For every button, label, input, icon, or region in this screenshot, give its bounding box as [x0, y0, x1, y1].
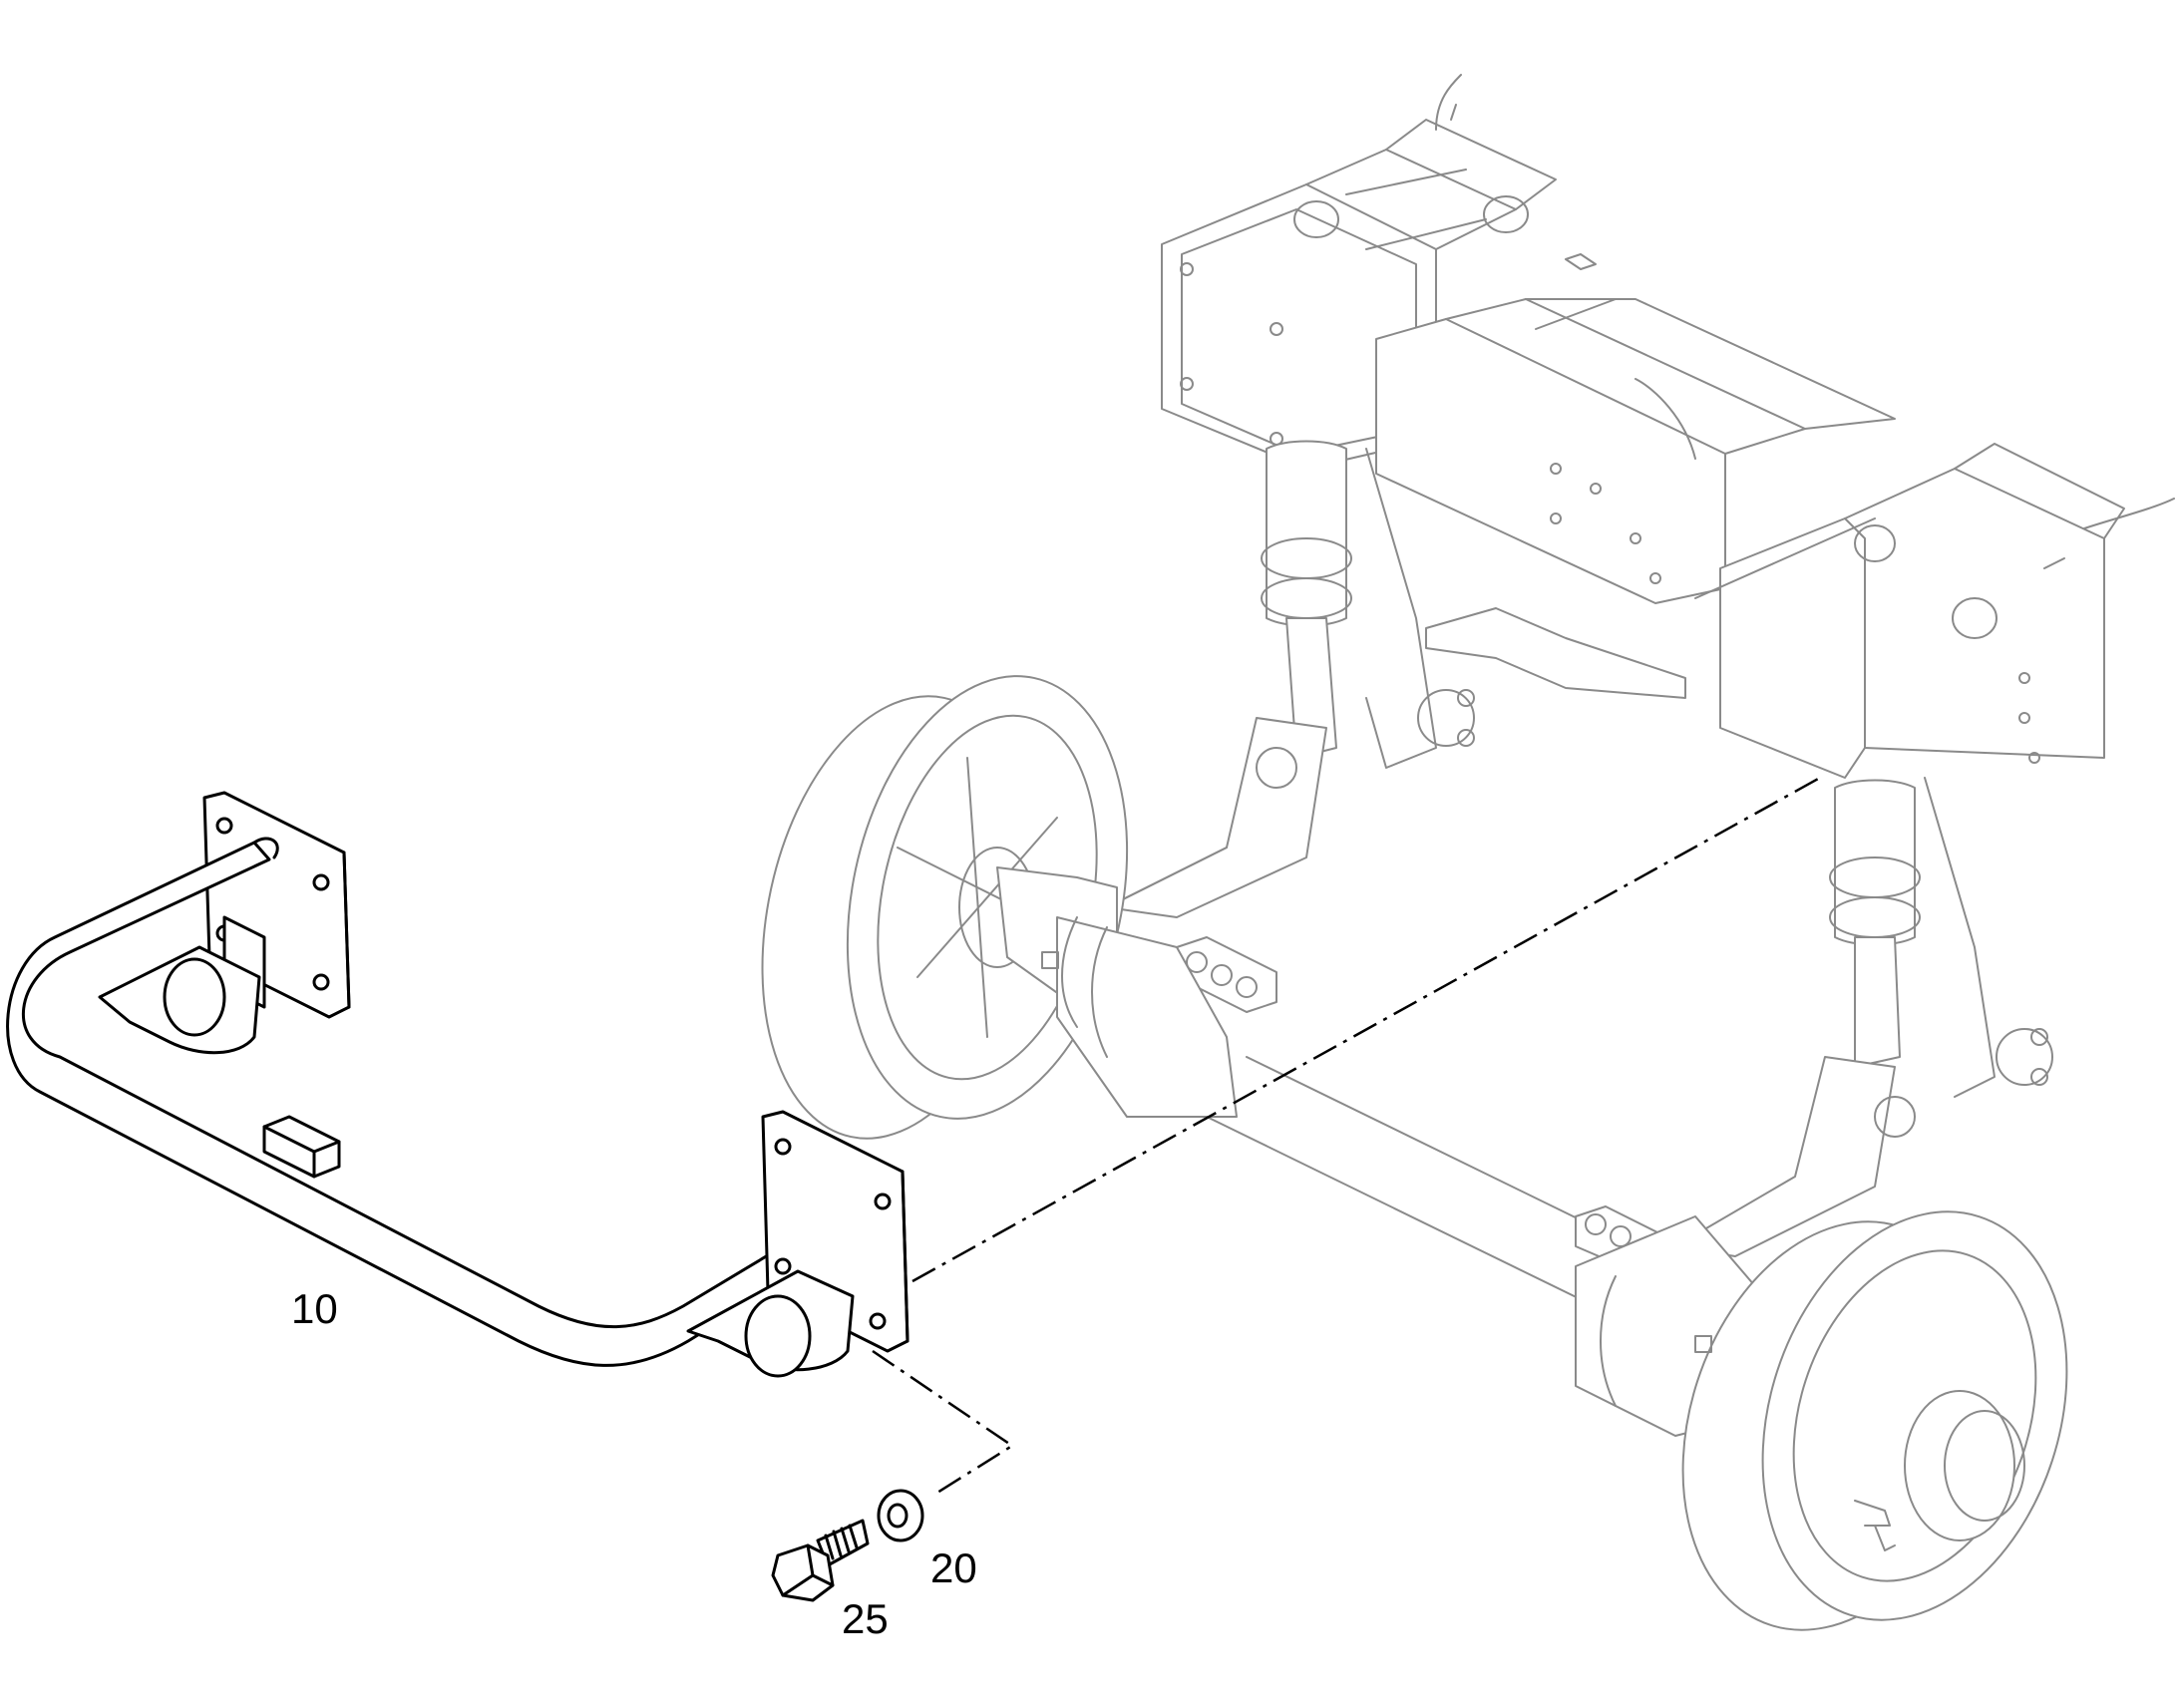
- right-wheel: [1575, 1210, 2068, 1631]
- leader-lines: [872, 776, 1821, 1498]
- hardware-leader-line: [872, 1349, 1015, 1498]
- left-wheel: [761, 675, 1238, 1140]
- part-10-bracket: [6, 791, 909, 1378]
- part-20-washer: [877, 1489, 924, 1542]
- tube-frame: [6, 841, 860, 1367]
- part-25-bolt: [771, 1519, 870, 1602]
- callout-20: 20: [930, 1544, 977, 1591]
- left-swing-arm: [1106, 717, 1327, 1013]
- axle-frame-assembly: [761, 74, 2175, 1631]
- mount-leader-line: [911, 776, 1821, 1283]
- upper-frame: [1161, 74, 2175, 779]
- callout-10: 10: [291, 1285, 338, 1332]
- left-strut: [1261, 440, 1475, 769]
- callout-25: 25: [842, 1595, 889, 1642]
- right-strut: [1829, 777, 2053, 1098]
